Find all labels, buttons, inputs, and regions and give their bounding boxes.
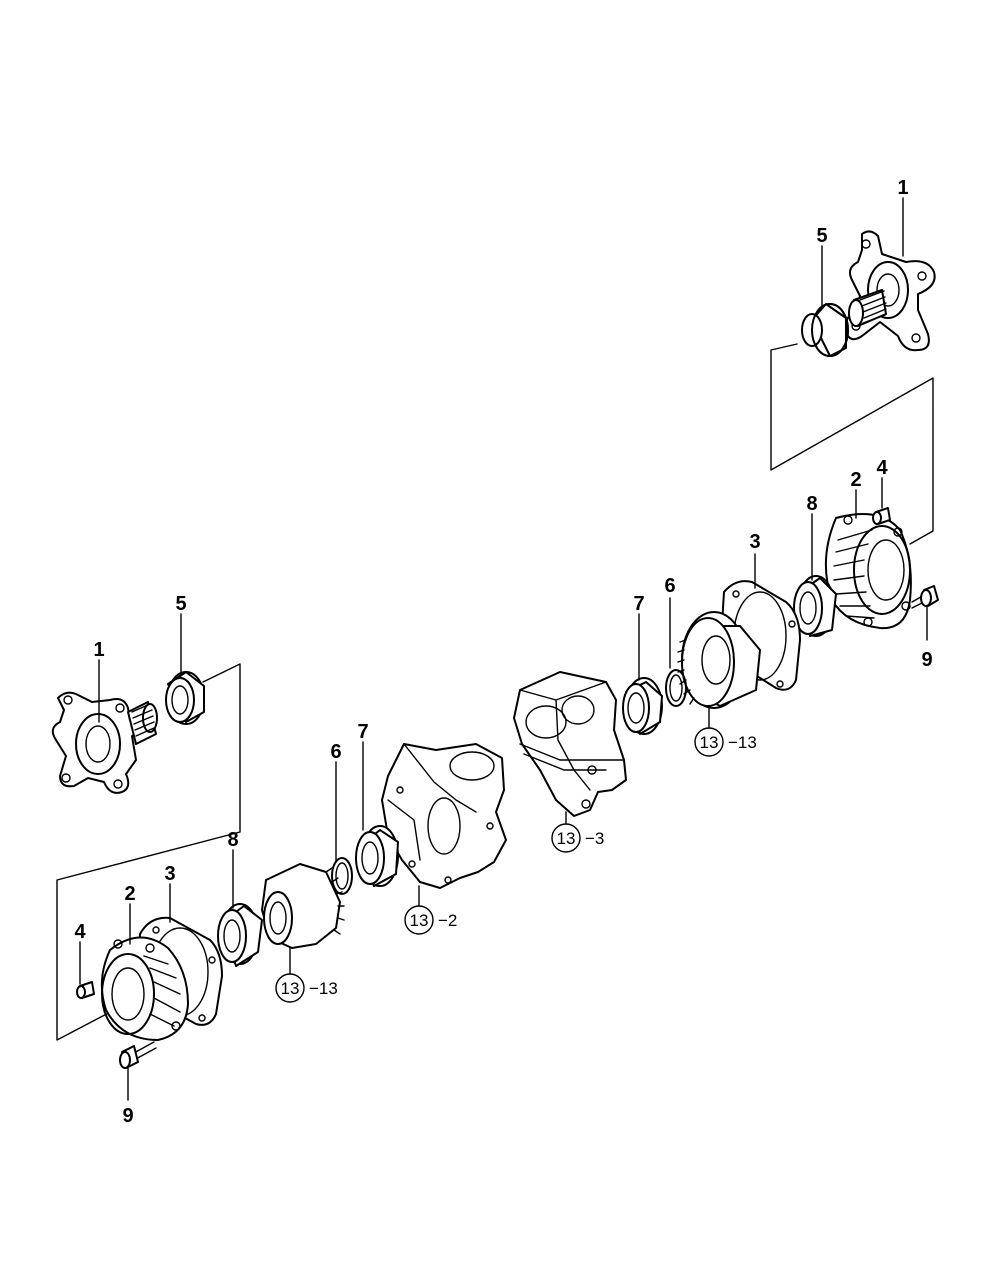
label-part-6-lower: 6	[330, 741, 341, 763]
flange-yoke-upper	[844, 230, 936, 352]
ref-circle-lower-ring-gear	[275, 973, 305, 1003]
label-part-2-upper: 2	[850, 469, 861, 491]
snap-ring-lower	[331, 857, 353, 895]
taper-bearing-lower	[355, 825, 399, 887]
bolt-long-lower	[119, 1041, 157, 1069]
ring-gear-lower	[261, 863, 345, 949]
bolt-small-upper	[872, 507, 891, 525]
label-part-3-lower: 3	[164, 863, 175, 885]
ref-circle-lower-case	[404, 905, 434, 935]
ref-circle-upper-ring-gear	[694, 727, 724, 757]
label-part-8-upper: 8	[806, 493, 817, 515]
label-part-8-lower: 8	[227, 829, 238, 851]
label-part-9-upper: 9	[921, 649, 932, 671]
gear-case-upper	[513, 671, 627, 817]
bearing-cover-lower	[100, 936, 189, 1041]
label-part-9-lower: 9	[122, 1105, 133, 1127]
ref-circle-upper-case	[551, 823, 581, 853]
label-suffix-13-upper: −13	[728, 733, 757, 752]
label-part-3-upper: 3	[749, 531, 760, 553]
ball-bearing-lower	[217, 903, 263, 967]
gear-case-lower	[381, 743, 507, 889]
flange-yoke-lower	[51, 691, 158, 794]
bearing-cover-upper	[824, 513, 912, 630]
taper-bearing-upper	[622, 677, 663, 735]
label-suffix-13-lower: −13	[309, 979, 338, 998]
label-part-4-upper: 4	[876, 457, 888, 479]
label-ref-13-upper-case: 13	[557, 829, 576, 848]
label-part-5-lower: 5	[175, 593, 186, 615]
label-suffix-2: −2	[438, 911, 457, 930]
oil-seal-upper	[801, 303, 849, 357]
oil-seal-lower	[165, 671, 205, 725]
label-part-4-lower: 4	[74, 921, 86, 943]
bolt-small-lower	[76, 981, 95, 999]
leader-lines	[79, 197, 928, 1101]
label-suffix-3: −3	[585, 829, 604, 848]
label-part-7-upper: 7	[633, 593, 644, 615]
label-ref-13-lower-ring-gear: 13	[281, 979, 300, 998]
label-part-7-lower: 7	[357, 721, 368, 743]
label-part-1-lower: 1	[93, 639, 104, 661]
label-part-2-lower: 2	[124, 883, 135, 905]
label-part-5-upper: 5	[816, 225, 827, 247]
label-part-6-upper: 6	[664, 575, 675, 597]
label-ref-13-lower-case: 13	[410, 911, 429, 930]
label-part-1-upper: 1	[897, 177, 908, 199]
ball-bearing-upper	[793, 575, 837, 637]
bracket-lower-left	[56, 663, 241, 1041]
bracket-upper-right	[770, 343, 934, 545]
ring-gear-upper	[677, 611, 761, 709]
snap-ring-upper	[665, 669, 687, 707]
label-ref-13-upper-ring-gear: 13	[700, 733, 719, 752]
bolt-long-upper	[911, 585, 939, 609]
